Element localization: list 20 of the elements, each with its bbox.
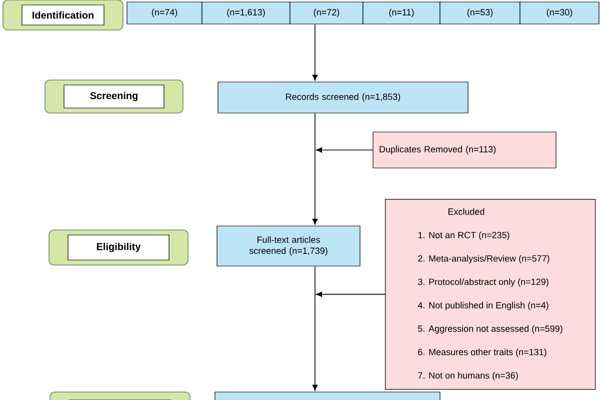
stage-label: Screening: [44, 80, 184, 114]
arrow: [316, 292, 386, 297]
arrow: [312, 24, 318, 81]
exclusion-box: Duplicates Removed (n=113): [372, 132, 556, 168]
source-box: (n=1,613): [202, 2, 290, 24]
source-box: (n=53): [440, 2, 520, 24]
arrow: [312, 112, 318, 225]
source-box: (n=74): [126, 2, 202, 24]
exclusion-box: Excluded 1. Not an RCT (n=235) 2. Meta-analysis/Review (n=577) 3. Protocol/abstract only (n=129) 4. Not published in English (n=4) 5. Aggression not assessed (n=599) 6. Measures other traits (n=131) 7. Not on humans (n=36): [385, 199, 596, 390]
stage-label: [50, 392, 190, 400]
arrow: [312, 266, 318, 391]
process-box: Records screened (n=1,853): [218, 82, 468, 114]
process-box: [214, 392, 440, 400]
source-box: (n=11): [362, 2, 440, 24]
stage-label: Eligibility: [48, 230, 188, 266]
arrow: [316, 147, 374, 153]
process-box: Full-text articles screened (n=1,739): [216, 226, 360, 266]
source-box: (n=30): [520, 2, 600, 24]
stage-label: Identification: [2, 0, 124, 30]
source-box: (n=72): [290, 2, 364, 24]
